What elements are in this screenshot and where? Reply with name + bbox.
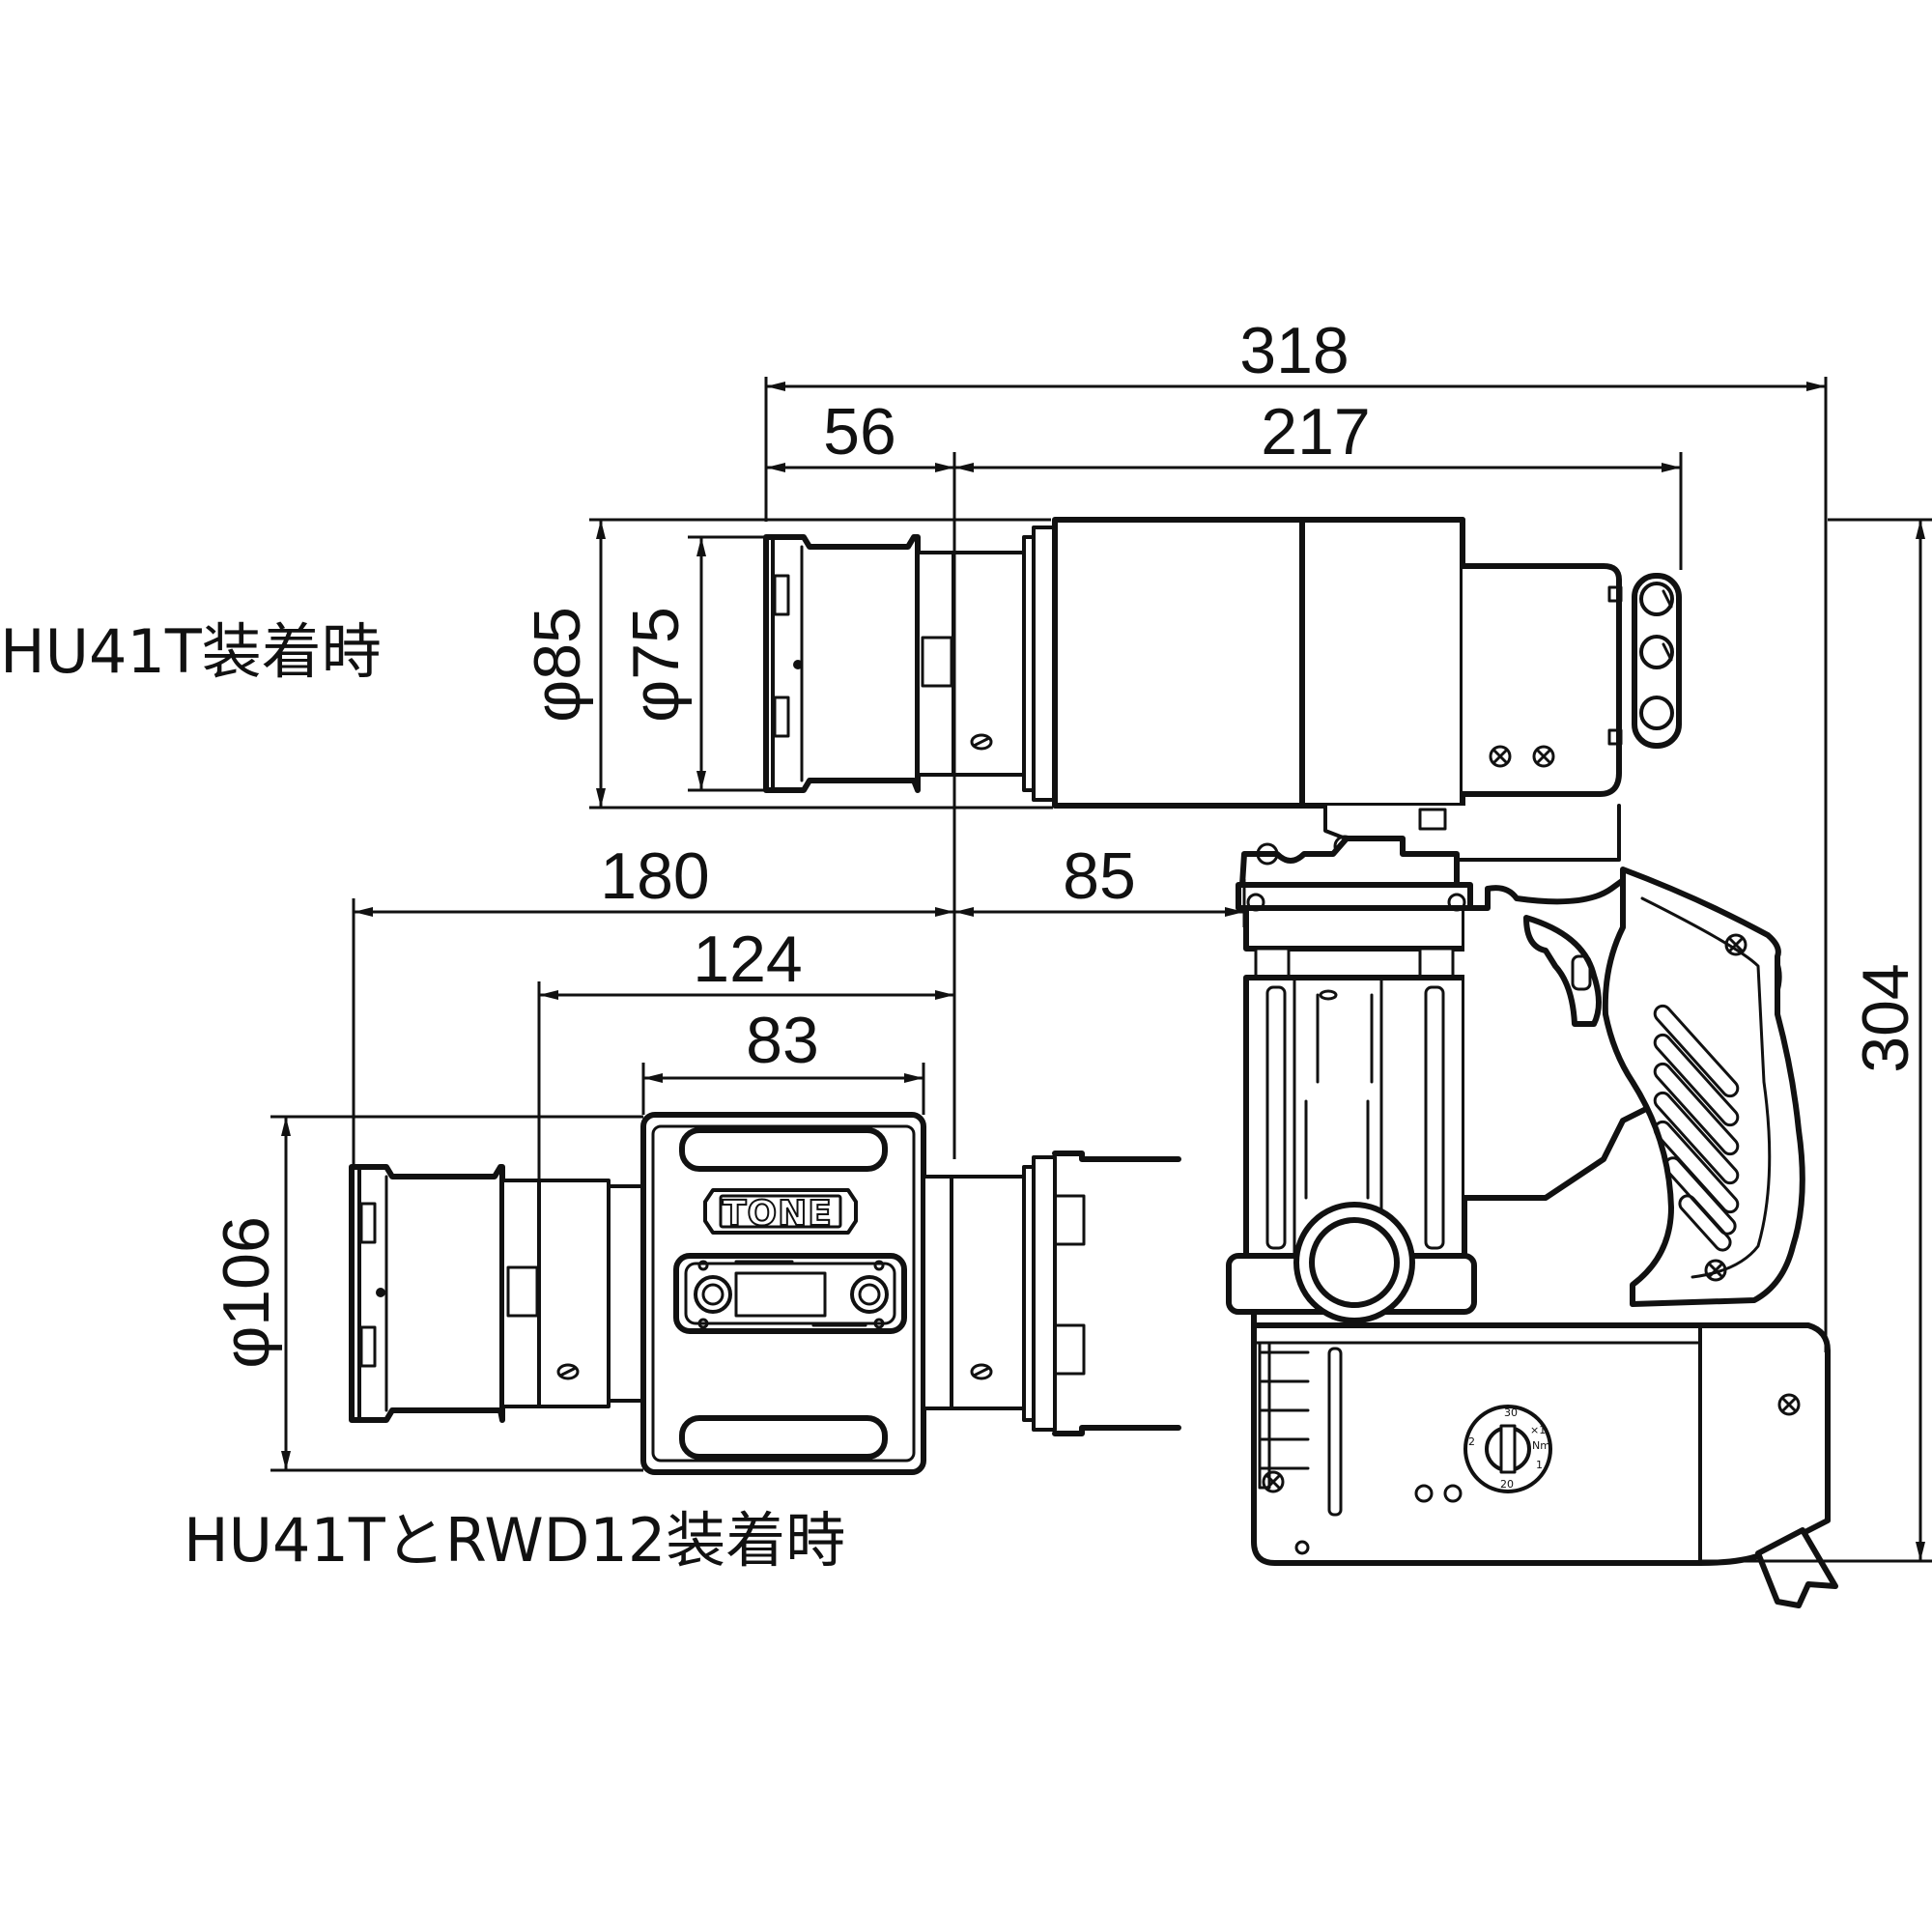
dial-mark-30: 30 — [1504, 1406, 1518, 1419]
bottom-socket — [349, 1164, 505, 1423]
dim-180: 180 — [600, 839, 709, 913]
dial-mark-1: 1 — [1536, 1459, 1543, 1471]
dial-mark-nm: Nm — [1532, 1439, 1550, 1452]
bottom-assembly: TONE — [349, 1112, 1181, 1475]
dimension-labels: 318 56 217 304 φ85 φ75 180 85 124 83 φ10… — [210, 314, 1922, 1369]
top-socket — [763, 534, 921, 793]
pistol-handle[interactable] — [1602, 867, 1805, 1307]
dim-318: 318 — [1239, 314, 1349, 387]
dim-phi85: φ85 — [521, 607, 594, 723]
dial-mark-x1: ×1 — [1530, 1424, 1546, 1436]
dial-mark-2: 2 — [1468, 1435, 1475, 1448]
torque-dial[interactable]: 30 ×1 Nm 20 2 1 — [1463, 1405, 1552, 1493]
dim-phi106: φ106 — [210, 1216, 283, 1369]
dim-217: 217 — [1261, 395, 1370, 469]
dim-124: 124 — [693, 923, 802, 996]
top-adapter — [916, 551, 1026, 777]
caption-bottom: HU41TとRWD12装着時 — [184, 1505, 845, 1576]
dial-mark-20: 20 — [1500, 1478, 1514, 1491]
bottom-adapter — [500, 1179, 645, 1408]
tone-logo: TONE — [703, 1188, 858, 1235]
power-cable — [1755, 1527, 1838, 1608]
dim-304: 304 — [1849, 963, 1922, 1072]
captions: HU41T装着時 HU41TとRWD12装着時 — [0, 616, 845, 1576]
top-assembly — [763, 517, 1682, 809]
bottom-output-neck — [922, 1151, 1181, 1436]
dim-83: 83 — [746, 1004, 819, 1077]
tool-body: 30 ×1 Nm 20 2 1 — [1226, 804, 1838, 1608]
dim-phi75: φ75 — [619, 607, 693, 723]
top-rear-switch[interactable] — [1607, 573, 1682, 749]
dimension-lines — [270, 377, 1932, 1563]
tone-logo-text: TONE — [723, 1194, 833, 1234]
caption-top: HU41T装着時 — [0, 616, 382, 687]
rwd12-box: TONE — [640, 1112, 926, 1475]
grip-texture — [1653, 1004, 1740, 1252]
top-gear-housing — [1052, 517, 1622, 809]
dim-56: 56 — [823, 395, 896, 469]
rwd12-control-plate — [673, 1253, 907, 1334]
dim-85: 85 — [1063, 839, 1136, 913]
